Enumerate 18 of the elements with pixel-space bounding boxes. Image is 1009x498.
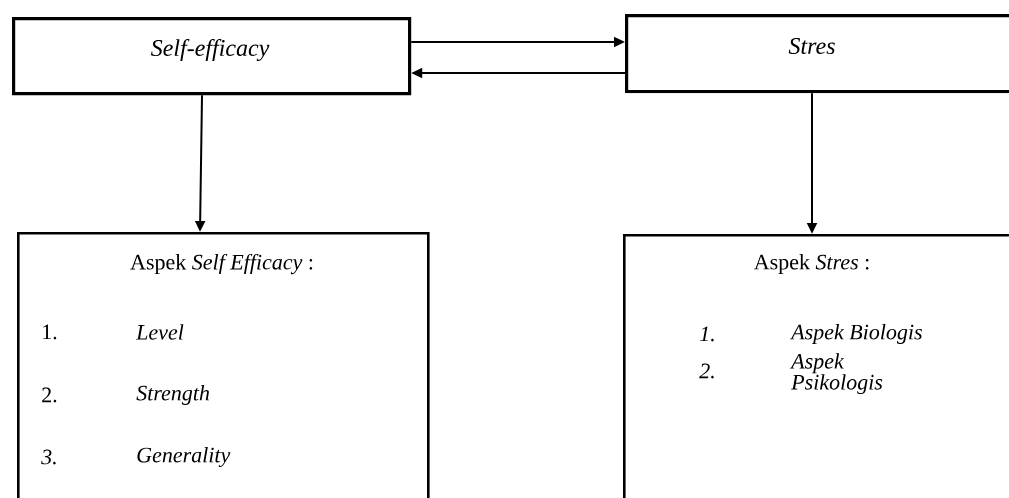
list-item: Strength xyxy=(136,385,210,405)
list-item: Level xyxy=(135,324,184,340)
box-heading: Aspek Stres : xyxy=(753,254,869,274)
box-title: Self-efficacy xyxy=(151,38,270,62)
list-number: 2. xyxy=(42,387,57,403)
list-number: 2. xyxy=(699,363,714,379)
aspect-box xyxy=(623,234,1009,498)
list-number: 1. xyxy=(43,324,57,340)
box-heading: Aspek Self Efficacy : xyxy=(130,253,313,275)
list-item: Aspek Biologis xyxy=(790,324,922,344)
box-title: Stres xyxy=(788,37,835,55)
list-number: 1. xyxy=(700,326,714,342)
list-number: 3. xyxy=(41,449,56,465)
aspect-box xyxy=(17,232,430,498)
list-item: Generality xyxy=(137,447,231,467)
concept-box xyxy=(12,17,412,96)
list-item: Aspek Psikologis xyxy=(790,353,883,395)
concept-box xyxy=(625,14,1009,94)
